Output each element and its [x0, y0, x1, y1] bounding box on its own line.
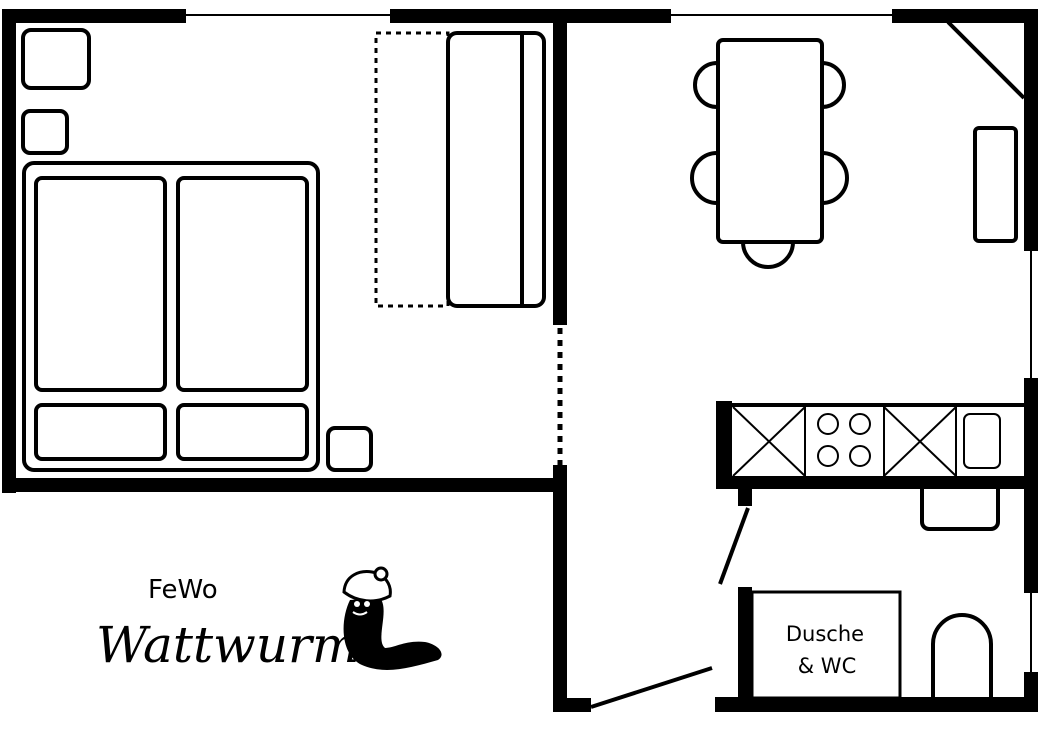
logo-fewo: FeWo — [148, 575, 218, 605]
dining-table — [716, 38, 824, 244]
logo-wattwurm: Wattwurm — [96, 616, 359, 674]
entrance-door — [590, 666, 713, 709]
bathroom: Dusche & WC — [750, 590, 993, 700]
pillow-right — [176, 403, 309, 461]
sofa-bed-extension — [374, 31, 450, 308]
chair — [693, 61, 718, 109]
bedroom-furniture — [21, 28, 546, 472]
mattress-right — [176, 176, 309, 392]
worm-mascot-icon — [342, 566, 442, 670]
kitchen — [732, 403, 1024, 531]
double-bed — [22, 161, 320, 472]
chair — [821, 61, 846, 109]
shower — [750, 590, 902, 700]
doors — [590, 507, 750, 709]
chair — [741, 241, 795, 269]
chair — [821, 151, 849, 205]
kitchen-sink — [963, 413, 1001, 469]
dining — [690, 38, 1018, 269]
stool — [21, 109, 69, 155]
mattress-left — [34, 176, 167, 392]
toilet — [931, 613, 993, 698]
walls — [2, 9, 1038, 712]
washbasin — [920, 488, 1000, 531]
bathroom-label: Dusche — [786, 622, 864, 646]
pillow-left — [34, 403, 167, 461]
bathroom-label: & WC — [798, 654, 856, 678]
chair — [690, 151, 718, 205]
small-table — [326, 426, 373, 472]
logo: FeWo Wattwurm — [96, 566, 442, 674]
sofa — [446, 31, 546, 308]
cabinet — [973, 126, 1018, 243]
nightstand — [21, 28, 91, 90]
bathroom-door — [718, 507, 750, 585]
stove — [817, 413, 871, 467]
corner-diagonal — [946, 20, 1026, 100]
